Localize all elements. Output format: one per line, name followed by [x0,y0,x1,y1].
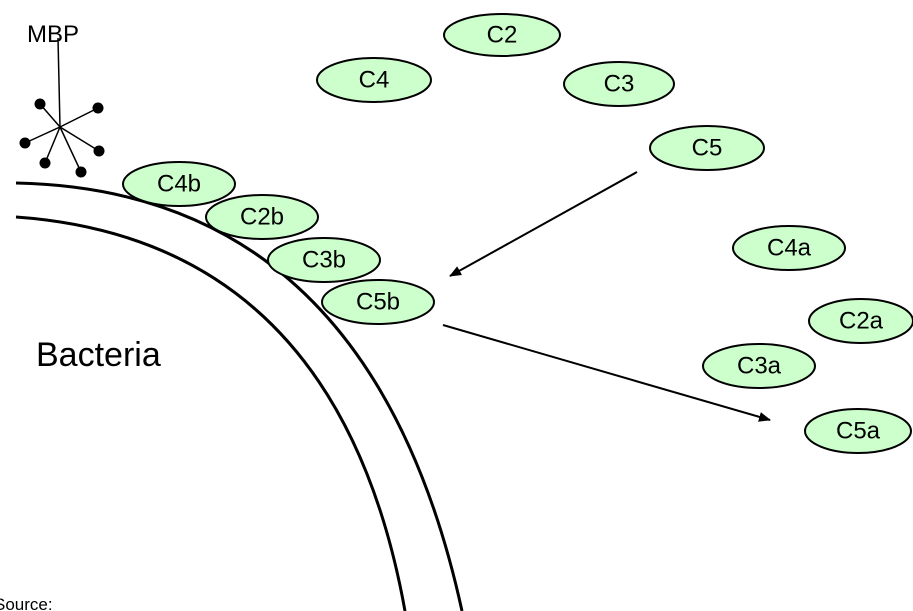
component-c2a: C2a [808,298,913,344]
component-c5-label: C5 [692,135,723,162]
component-c2b: C2b [205,194,319,240]
arrow-c5b-to-c5a [442,324,771,422]
component-c3a-label: C3a [737,353,782,380]
mbp-label: MBP [27,21,79,48]
bacteria-membrane-outer [15,181,464,611]
component-c3b-label: C3b [302,247,346,274]
component-c5a: C5a [804,408,912,454]
mbp-molecule [19,37,105,178]
component-c4b: C4b [122,161,236,207]
component-c3a: C3a [702,343,816,389]
component-c2b-label: C2b [240,204,284,231]
component-c4-label: C4 [359,67,390,94]
component-c2-label: C2 [487,22,518,49]
component-c2a-label: C2a [839,308,884,335]
component-c4b-label: C4b [157,171,201,198]
component-c5a-label: C5a [836,418,881,445]
component-c3-label: C3 [604,71,635,98]
component-c5b: C5b [321,279,435,325]
arrow-c5-to-c5b [449,171,638,277]
component-c5b-label: C5b [356,289,400,316]
source-label: Source: [0,595,53,611]
bacteria-membrane-inner [15,215,407,611]
component-c3: C3 [563,61,675,107]
component-c2: C2 [443,13,561,57]
bacteria-label: Bacteria [36,336,161,374]
component-c4a-label: C4a [767,235,812,262]
component-c3b: C3b [267,237,381,283]
component-c4: C4 [316,57,432,103]
component-c4a: C4a [732,225,846,271]
component-c5: C5 [649,125,765,171]
